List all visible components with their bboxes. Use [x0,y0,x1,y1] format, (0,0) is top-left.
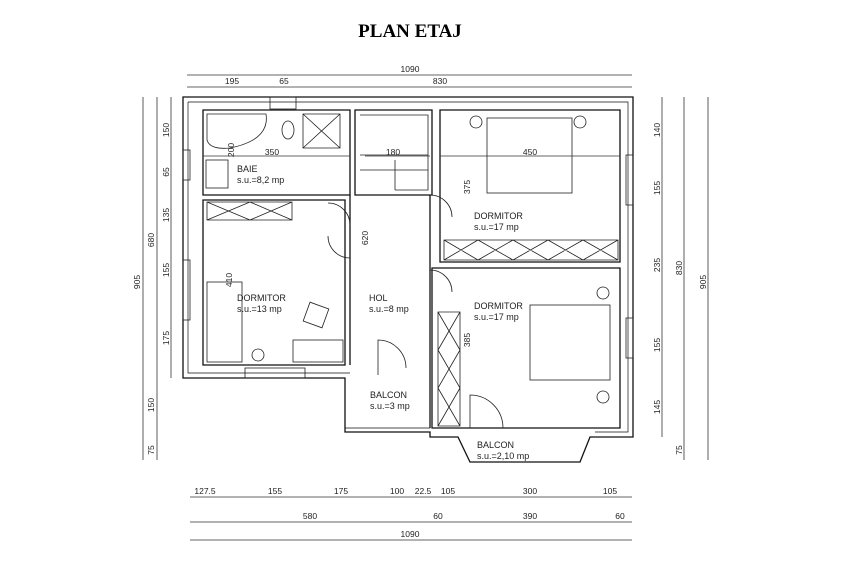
bed [486,117,573,194]
dim-interior: 180 [386,147,400,157]
dim-left: 175 [161,331,171,345]
dim-bottom: 1090 [401,529,420,539]
bed [529,304,611,381]
dim-right: 830 [674,261,684,275]
room-name: HOL [369,293,388,303]
dim-right: 140 [652,123,662,137]
wardrobe [437,311,461,427]
dim-interior: 200 [226,143,236,157]
dim-bottom: 300 [523,486,537,496]
room-area: s.u.=17 mp [474,222,519,232]
right-dimensions: 140 155 235 155 145 830 75 905 [652,97,709,460]
top-dimensions: 1090 195 65 830 [187,64,632,88]
left-dimensions: 150 65 135 155 175 680 905 150 75 [132,97,172,460]
room-name: DORMITOR [474,301,523,311]
sink [205,159,229,189]
wardrobe [443,239,619,261]
dim-right: 155 [652,181,662,195]
dim-bottom: 175 [334,486,348,496]
bathtub [206,113,267,149]
dim-bottom: 100 [390,486,404,496]
dim-left: 150 [161,123,171,137]
shower [302,113,341,149]
dim-bottom: 580 [303,511,317,521]
dim-interior: 385 [462,333,472,347]
dim-left: 75 [146,445,156,455]
room-name: DORMITOR [237,293,286,303]
dim-left: 155 [161,263,171,277]
door-swings [327,194,504,429]
room-area: s.u.=3 mp [370,401,410,411]
dim-bottom: 390 [523,511,537,521]
wardrobe [206,201,293,221]
toilet [281,120,295,140]
dim-bottom: 127.5 [194,486,216,496]
dim-top: 65 [279,76,289,86]
room-labels: BAIE s.u.=8,2 mp DORMITOR s.u.=17 mp DOR… [237,164,529,461]
staircase [360,114,429,191]
room-name: BALCON [477,440,514,450]
room-name: BALCON [370,390,407,400]
room-area: s.u.=8 mp [369,304,409,314]
interior-dimensions: 350 200 180 450 375 620 410 385 [203,143,620,347]
dim-interior: 375 [462,180,472,194]
dim-top: 195 [225,76,239,86]
dim-bottom: 155 [268,486,282,496]
dim-interior: 350 [265,147,279,157]
chair [302,301,330,329]
furniture [205,113,619,429]
dim-interior: 620 [360,231,370,245]
dim-right: 75 [674,445,684,455]
dim-left: 905 [132,275,142,289]
bed [206,281,243,363]
room-area: s.u.=13 mp [237,304,282,314]
dim-left: 680 [146,233,156,247]
desk [292,339,344,363]
dim-right: 905 [698,275,708,289]
room-area: s.u.=17 mp [474,312,519,322]
dim-right: 235 [652,258,662,272]
dim-bottom: 105 [441,486,455,496]
dim-left: 150 [146,398,156,412]
room-area: s.u.=2,10 mp [477,451,529,461]
plan-title: PLAN ETAJ [358,21,462,42]
room-area: s.u.=8,2 mp [237,175,284,185]
dim-right: 145 [652,400,662,414]
dim-interior: 410 [224,273,234,287]
dim-top: 830 [433,76,447,86]
room-name: DORMITOR [474,211,523,221]
dim-bottom: 22.5 [415,486,432,496]
dim-left: 135 [161,208,171,222]
dim-bottom: 60 [433,511,443,521]
dim-bottom: 60 [615,511,625,521]
dim-top-total: 1090 [401,64,420,74]
room-name: BAIE [237,164,258,174]
dim-interior: 450 [523,147,537,157]
dim-left: 65 [161,167,171,177]
bottom-dimensions: 127.5 155 175 100 22.5 105 300 105 580 6… [190,486,632,541]
dim-right: 155 [652,338,662,352]
dim-bottom: 105 [603,486,617,496]
